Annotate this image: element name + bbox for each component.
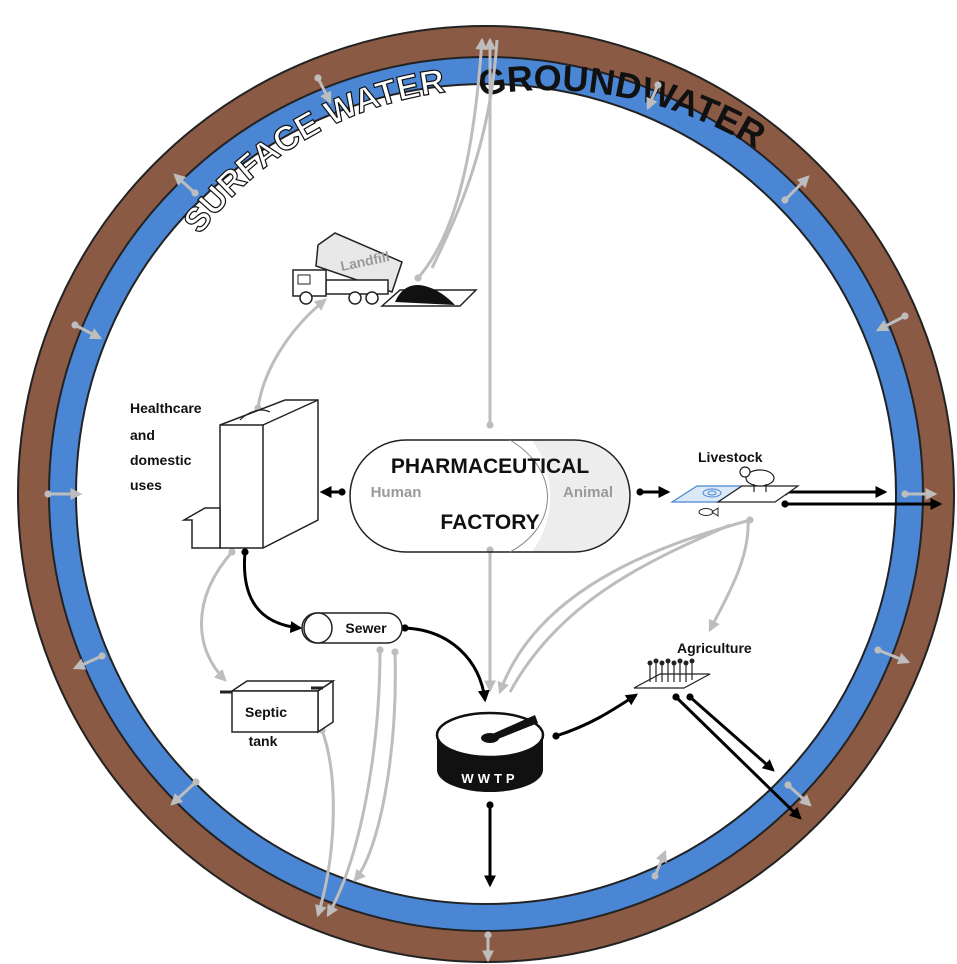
septic-line1: Septic	[245, 704, 287, 720]
gray-flows	[200, 37, 754, 918]
livestock-label: Livestock	[698, 449, 763, 465]
agriculture-label: Agriculture	[677, 640, 752, 656]
treatment-plant-icon	[435, 711, 545, 792]
factory-title-bottom: FACTORY	[440, 511, 539, 534]
black-flows	[241, 486, 943, 888]
crop-field-icon	[633, 658, 711, 689]
wwtp-label: WWTP	[461, 771, 518, 786]
pharmaceutical-factory: PHARMACEUTICAL FACTORY Human Animal	[349, 439, 631, 553]
septic-line2: tank	[249, 733, 278, 749]
sewer-label: Sewer	[345, 620, 387, 636]
pipe-icon	[301, 612, 403, 644]
healthcare-line1: Healthcare	[130, 400, 202, 416]
healthcare-line2: and	[130, 427, 155, 443]
dump-truck-icon	[292, 232, 478, 307]
healthcare-line4: uses	[130, 477, 162, 493]
pig-and-fish-icon	[669, 466, 800, 517]
factory-title-top: PHARMACEUTICAL	[391, 455, 589, 478]
building-icon	[181, 399, 319, 549]
ring-exchange-arrows	[44, 74, 938, 963]
animal-label: Animal	[563, 484, 613, 501]
healthcare-line3: domestic	[130, 452, 192, 468]
human-label: Human	[371, 484, 422, 501]
tank-icon	[220, 679, 336, 734]
